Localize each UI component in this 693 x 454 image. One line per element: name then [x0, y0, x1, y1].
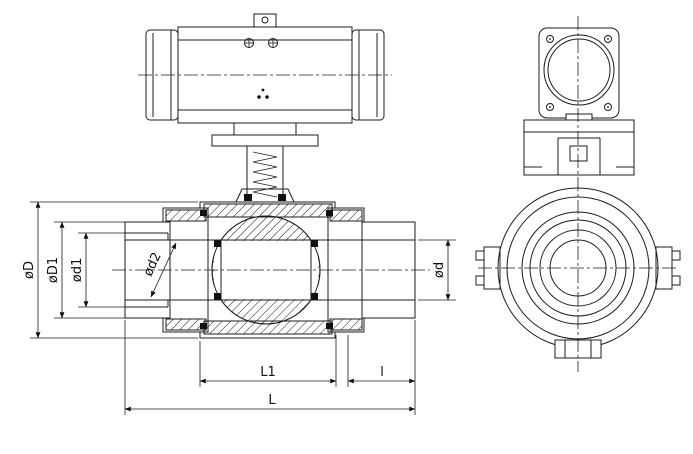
bracket-end-view: [523, 119, 635, 176]
dim-label-dia-D1: øD1: [46, 257, 61, 283]
seat-seal: [311, 240, 318, 247]
mounting-bracket: [211, 122, 319, 147]
dim-label-dia-d1: ød1: [70, 258, 85, 282]
dim-label-L1: L1: [260, 365, 276, 380]
union-hatch: [329, 318, 363, 331]
lug-bolt: [475, 275, 485, 286]
body-hatch-top: [203, 203, 333, 218]
left-view: øD øD1 ød1 ød2 ød L1: [22, 13, 456, 415]
dim-label-dia-d: ød: [432, 262, 447, 278]
union-hatch: [329, 209, 363, 222]
actuator-cylinder-outer: [543, 34, 615, 106]
lug-bolt: [671, 250, 681, 261]
o-ring-seal: [200, 210, 207, 216]
body-hatch-bottom: [203, 320, 333, 335]
stem-square: [569, 145, 588, 162]
o-ring-seal: [326, 323, 333, 329]
lug-bolt: [475, 250, 485, 261]
stem-thread: [252, 151, 278, 198]
seat-seal: [214, 240, 221, 247]
port-hole-icon: [261, 16, 269, 24]
corner-screw-icon: [604, 35, 612, 43]
corner-screw-icon: [546, 103, 554, 111]
right-view: [475, 16, 681, 372]
bracket-plate: [523, 119, 635, 176]
seat-seal: [311, 293, 318, 300]
o-ring-seal: [326, 210, 333, 216]
stem-packing-seal: [278, 194, 286, 201]
corner-screw-icon: [546, 35, 554, 43]
actuator-cylinder-inner: [547, 38, 611, 102]
corner-screw-icon: [604, 103, 612, 111]
dimensions-left-view: øD øD1 ød1 ød2 ød L1: [22, 201, 456, 415]
stem-packing-seal: [244, 194, 252, 201]
lug-bolt: [671, 275, 681, 286]
actuator-end-view: [538, 27, 620, 125]
pneumatic-actuator-side: [138, 13, 392, 124]
dim-label-L: L: [268, 393, 276, 408]
dim-label-l: l: [380, 365, 384, 380]
valve-body-section: [112, 146, 430, 339]
o-ring-seal: [200, 323, 207, 329]
dim-label-dia-D: øD: [22, 261, 37, 279]
actuator-top-port: [253, 13, 277, 28]
seat-seal: [214, 293, 221, 300]
